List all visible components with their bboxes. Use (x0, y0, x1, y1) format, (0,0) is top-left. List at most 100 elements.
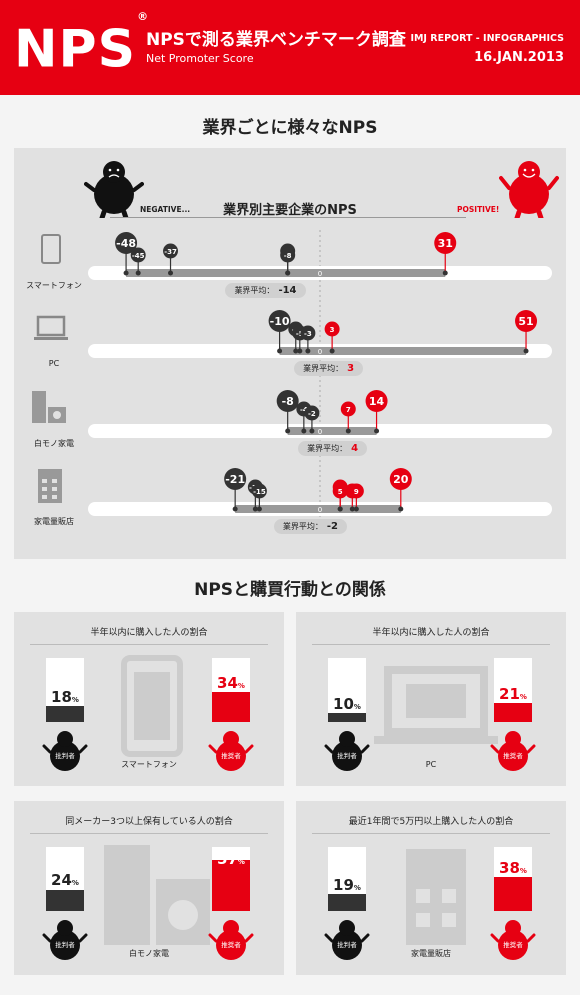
pc-icon (374, 666, 498, 744)
positive-mascot-icon (499, 161, 559, 218)
pin-value: -2 (308, 410, 316, 418)
promoter-mascot-label: 推奨者 (503, 752, 523, 760)
meter-fill (494, 703, 532, 722)
pin-value: -21 (225, 473, 245, 486)
pin-value: 31 (438, 237, 453, 250)
pin-dot (301, 428, 307, 434)
pin-dot (123, 270, 129, 276)
critic-mascot-icon (324, 920, 370, 960)
pin-value: 7 (346, 406, 351, 414)
pin-value: -8 (282, 395, 294, 408)
pin-bubble (268, 310, 291, 332)
meter-percent: 57% (217, 850, 245, 868)
industry-average: 業界平均：4 (298, 441, 368, 456)
pin-dot (374, 428, 380, 434)
pin-bubble (251, 483, 267, 499)
meter-percent: 18% (51, 687, 79, 706)
pin-bubble (224, 468, 247, 490)
appliance-icon (104, 845, 210, 945)
pin-dot (285, 270, 291, 276)
nps-panel: NEGATIVE... POSITIVE! 業界別主要企業のNPS 0-48-4… (14, 148, 566, 559)
pin-value: -4 (300, 406, 308, 414)
nps-range-bar (235, 505, 401, 513)
pin-value: 5 (338, 488, 343, 496)
pin-dot (285, 428, 291, 434)
pin-dot (523, 348, 529, 354)
header-subtitle: Net Promoter Score (146, 52, 254, 65)
promoter-meter: 57% (212, 847, 250, 911)
avg-value: -2 (326, 521, 339, 532)
header-banner: NPS® NPSで測る業界ベンチマーク調査 Net Promoter Score… (0, 0, 580, 95)
meter-percent: 21% (499, 685, 527, 704)
pin-value: -8 (284, 252, 292, 260)
pin-value: 9 (354, 488, 359, 496)
pin-dot (345, 428, 351, 434)
pin-bubble (130, 247, 146, 263)
washer-door (53, 411, 61, 419)
chart-title: 業界別主要企業のNPS (223, 203, 357, 218)
promoter-meter: 34% (212, 658, 250, 722)
pin-bubble (163, 243, 179, 259)
positive-label: POSITIVE! (457, 205, 500, 214)
report-label: IMJ REPORT - INFOGRAPHICS (410, 33, 564, 44)
meter-fill (212, 859, 250, 911)
industry-label: 家電量販店 (34, 517, 74, 526)
pin-bubble (115, 232, 138, 254)
pin-dot (309, 428, 315, 434)
pin-value: -37 (164, 248, 177, 256)
industry-average: 業界平均：-14 (225, 283, 306, 298)
promoter-mascot-label: 推奨者 (221, 941, 241, 949)
pin-dot (398, 506, 404, 512)
nps-range-bar (287, 427, 377, 435)
store-window (52, 479, 57, 483)
promoter-mascot-icon (208, 920, 254, 960)
meter-percent: 24% (51, 871, 79, 890)
promoter-mascot-icon (490, 920, 536, 960)
store-icon (406, 849, 466, 945)
store-window (52, 495, 57, 499)
pin-dot (329, 348, 335, 354)
pin-dot (256, 506, 262, 512)
pin-dot (232, 506, 238, 512)
critic-mascot-icon (42, 731, 88, 771)
promoter-mascot-label: 推奨者 (503, 941, 523, 949)
industry-average: 業界平均：-2 (273, 519, 348, 534)
critic-mascot-label: 批判者 (337, 752, 357, 760)
zero-label: 0 (318, 506, 322, 514)
pin-bubble (304, 405, 320, 421)
card-divider (30, 644, 268, 645)
negative-label: NEGATIVE... (140, 205, 191, 214)
meter-fill (212, 691, 250, 722)
pin-value: 3 (330, 326, 335, 334)
pin-bubble (324, 321, 340, 337)
card-device-label: PC (425, 760, 437, 769)
store-window (42, 479, 47, 483)
nps-range-bar (279, 347, 527, 355)
meter-percent: 19% (333, 875, 361, 894)
pin-dot (297, 348, 303, 354)
pin-dot (349, 506, 355, 512)
pin-dot (337, 506, 343, 512)
pin-dot (135, 270, 141, 276)
pin-dot (277, 348, 283, 354)
nps-logo: NPS® (14, 10, 150, 80)
pin-bubble (434, 232, 457, 254)
header-title: NPSで測る業界ベンチマーク調査 (146, 30, 406, 50)
store-window (52, 487, 57, 491)
card-title: 最近1年間で5万円以上購入した人の割合 (348, 817, 514, 827)
pin-dot (442, 270, 448, 276)
pin-dot (305, 348, 311, 354)
promoter-meter: 21% (494, 658, 532, 722)
promoter-meter: 38% (494, 847, 532, 911)
avg-value: 3 (347, 363, 355, 374)
meter-fill (46, 889, 84, 911)
pin-dot (293, 348, 299, 354)
industry-label: スマートフォン (26, 281, 82, 290)
meter-fill (328, 893, 366, 911)
pin-bubble (389, 468, 412, 490)
smartphone-icon (41, 234, 61, 264)
negative-mascot-icon (84, 161, 144, 218)
card-divider (312, 833, 550, 834)
pin-dot (168, 270, 174, 276)
